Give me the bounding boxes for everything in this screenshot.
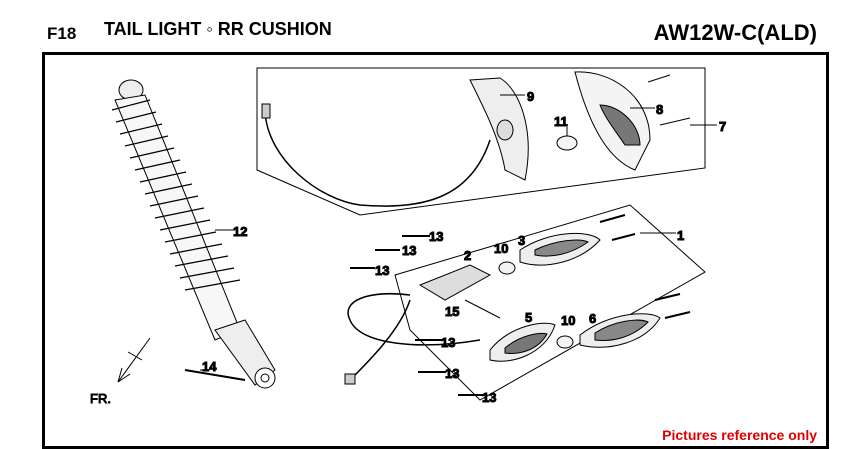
callout-12: 12 [233, 224, 247, 239]
callout-14: 14 [202, 359, 217, 374]
callout-3: 3 [518, 233, 525, 248]
callout-13: 13 [482, 390, 496, 405]
connector [261, 103, 271, 119]
footer-note: Pictures reference only [662, 427, 817, 443]
callout-13: 13 [429, 229, 443, 244]
bulb-10b [556, 335, 574, 349]
model-code: AW12W-C(ALD) [653, 20, 817, 45]
callout-7: 7 [719, 119, 726, 134]
callout-13: 13 [402, 243, 416, 258]
connector-15 [344, 373, 356, 385]
screws [350, 214, 691, 396]
wire-harness [264, 111, 491, 207]
callout-11: 11 [554, 114, 568, 129]
callout-2: 2 [464, 248, 471, 263]
callout-13: 13 [445, 366, 459, 381]
callout-15: 15 [445, 304, 459, 319]
callout-8: 8 [656, 102, 663, 117]
diagram-frame [42, 52, 829, 449]
page-title: TAIL LIGHT ◦ RR CUSHION [104, 19, 332, 39]
section-code: F18 [47, 24, 77, 43]
turn-signal-harness [347, 293, 481, 379]
bulb-10a [498, 261, 516, 275]
bulb-socket [496, 119, 514, 141]
callout-5: 5 [525, 310, 532, 325]
rear-shock-absorber [111, 79, 276, 389]
callout-6: 6 [589, 311, 596, 326]
tail-light-group-box [256, 67, 706, 216]
callout-9: 9 [527, 89, 534, 104]
turn-signal-bracket [418, 264, 492, 301]
direction-label: FR. [90, 391, 111, 406]
front-direction-arrow-icon [117, 337, 151, 383]
leader-lines [200, 94, 717, 371]
callout-13: 13 [375, 263, 389, 278]
bulb-11 [556, 135, 578, 151]
callout-13: 13 [441, 335, 455, 350]
callout-10: 10 [561, 313, 575, 328]
callout-10: 10 [494, 241, 508, 256]
callout-1: 1 [677, 228, 684, 243]
